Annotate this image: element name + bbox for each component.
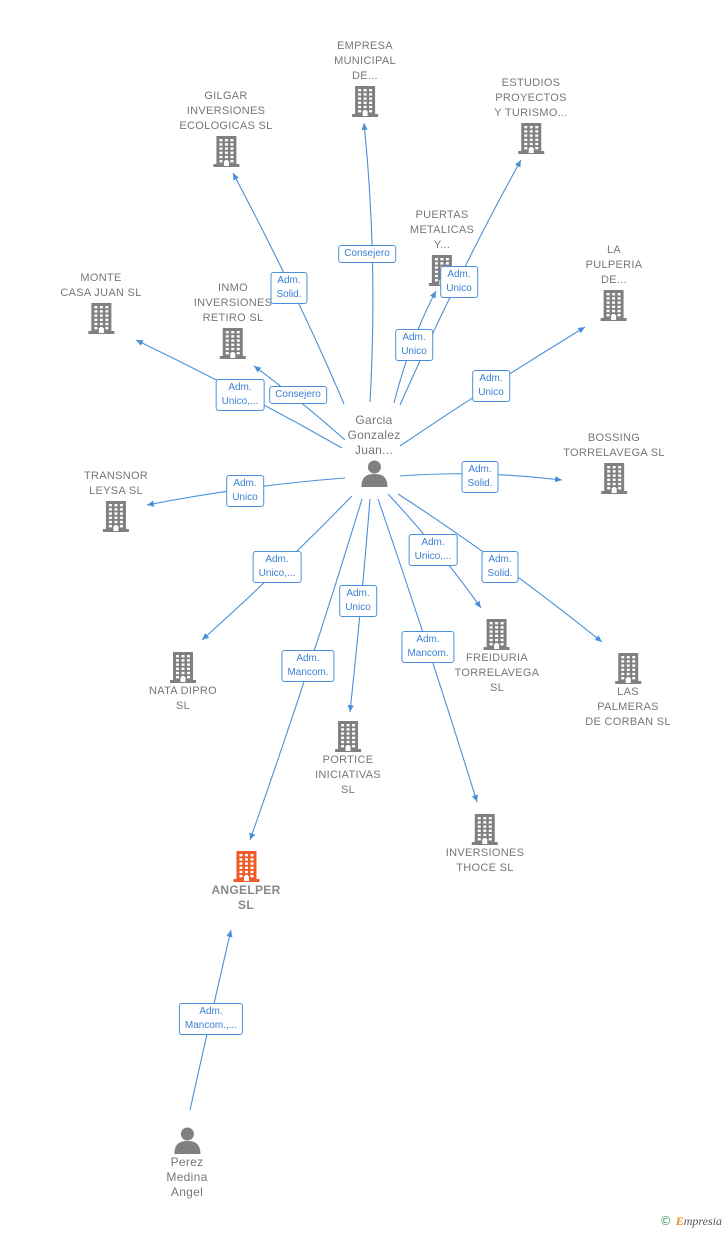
node-monte[interactable]: MONTE CASA JUAN SL — [60, 271, 141, 335]
edge-role-label[interactable]: Adm. Mancom. — [401, 631, 455, 663]
building-icon — [179, 134, 272, 168]
node-label: PORTICE INICIATIVAS SL — [315, 754, 381, 796]
node-inversiones[interactable]: INVERSIONES THOCE SL — [446, 812, 525, 876]
node-laspalmeras[interactable]: LAS PALMERAS DE CORBAN SL — [585, 651, 671, 730]
empresia-watermark[interactable]: ©Empresia — [660, 1214, 722, 1229]
node-label: BOSSING TORRELAVEGA SL — [563, 432, 665, 459]
node-empresa[interactable]: EMPRESA MUNICIPAL DE... — [334, 39, 396, 118]
edge-role-label[interactable]: Adm. Unico — [440, 266, 478, 298]
node-label: EMPRESA MUNICIPAL DE... — [334, 40, 396, 82]
edge-role-label[interactable]: Consejero — [269, 386, 327, 404]
node-label: ANGELPER SL — [211, 883, 281, 912]
node-angelper[interactable]: ANGELPER SL — [211, 849, 280, 913]
node-inmo[interactable]: INMO INVERSIONES RETIRO SL — [194, 281, 273, 360]
node-label: GILGAR INVERSIONES ECOLOGICAS SL — [179, 90, 273, 132]
edge-role-label[interactable]: Adm. Solid. — [461, 461, 499, 493]
node-label: INVERSIONES THOCE SL — [445, 847, 525, 874]
building-icon — [585, 651, 671, 685]
edge-role-label[interactable]: Adm. Mancom. — [281, 650, 335, 682]
node-nata[interactable]: NATA DIPRO SL — [149, 650, 217, 714]
copyright-icon: © — [659, 1214, 672, 1228]
edge-role-label[interactable]: Adm. Unico,... — [252, 551, 302, 583]
brand-logo-text: mpresia — [683, 1214, 722, 1228]
building-icon — [194, 326, 273, 360]
edge-role-label[interactable]: Adm. Unico — [339, 585, 377, 617]
node-label: FREIDURIA TORRELAVEGA SL — [454, 652, 540, 694]
node-transnor[interactable]: TRANSNOR LEYSA SL — [84, 469, 148, 533]
edge-role-label[interactable]: Adm. Unico,... — [215, 379, 265, 411]
building-icon — [315, 719, 381, 753]
node-garcia[interactable]: Garcia Gonzalez Juan... — [347, 413, 400, 488]
building-icon — [60, 301, 141, 335]
node-lapulperia[interactable]: LA PULPERIA DE... — [586, 243, 643, 322]
brand-logo-initial: E — [675, 1214, 684, 1228]
building-icon — [563, 461, 665, 495]
node-freiduria[interactable]: FREIDURIA TORRELAVEGA SL — [455, 617, 540, 696]
building-icon — [455, 617, 540, 651]
node-label: LA PULPERIA DE... — [585, 244, 643, 286]
node-portice[interactable]: PORTICE INICIATIVAS SL — [315, 719, 381, 798]
building-icon — [586, 288, 643, 322]
node-label: INMO INVERSIONES RETIRO SL — [193, 282, 273, 324]
node-gilgar[interactable]: GILGAR INVERSIONES ECOLOGICAS SL — [179, 89, 272, 168]
edge-role-label[interactable]: Adm. Unico — [395, 329, 433, 361]
node-label: Garcia Gonzalez Juan... — [347, 413, 401, 457]
building-icon — [84, 499, 148, 533]
node-bossing[interactable]: BOSSING TORRELAVEGA SL — [563, 431, 665, 495]
edge-role-label[interactable]: Consejero — [338, 245, 396, 263]
edge-role-label[interactable]: Adm. Mancom.,... — [178, 1003, 244, 1035]
node-label: LAS PALMERAS DE CORBAN SL — [585, 686, 671, 728]
node-estudios[interactable]: ESTUDIOS PROYECTOS Y TURISMO... — [494, 76, 567, 155]
edge-role-label[interactable]: Adm. Solid. — [481, 551, 519, 583]
node-label: NATA DIPRO SL — [149, 685, 217, 712]
node-label: ESTUDIOS PROYECTOS Y TURISMO... — [494, 77, 568, 119]
edge-role-label[interactable]: Adm. Unico,... — [408, 534, 458, 566]
building-icon — [446, 812, 525, 846]
node-label: MONTE CASA JUAN SL — [60, 272, 142, 299]
person-icon — [347, 458, 400, 488]
node-perez[interactable]: Perez Medina Angel — [166, 1125, 207, 1200]
building-icon — [149, 650, 217, 684]
node-label: Perez Medina Angel — [166, 1155, 208, 1199]
person-icon — [166, 1125, 207, 1155]
node-label: PUERTAS METALICAS Y... — [409, 209, 475, 251]
building-icon — [334, 84, 396, 118]
node-label: TRANSNOR LEYSA SL — [83, 470, 149, 497]
edge-role-label[interactable]: Adm. Solid. — [270, 272, 308, 304]
building-icon — [494, 121, 567, 155]
edge-role-label[interactable]: Adm. Unico — [226, 475, 264, 507]
building-icon — [211, 849, 280, 883]
edge-role-label[interactable]: Adm. Unico — [472, 370, 510, 402]
